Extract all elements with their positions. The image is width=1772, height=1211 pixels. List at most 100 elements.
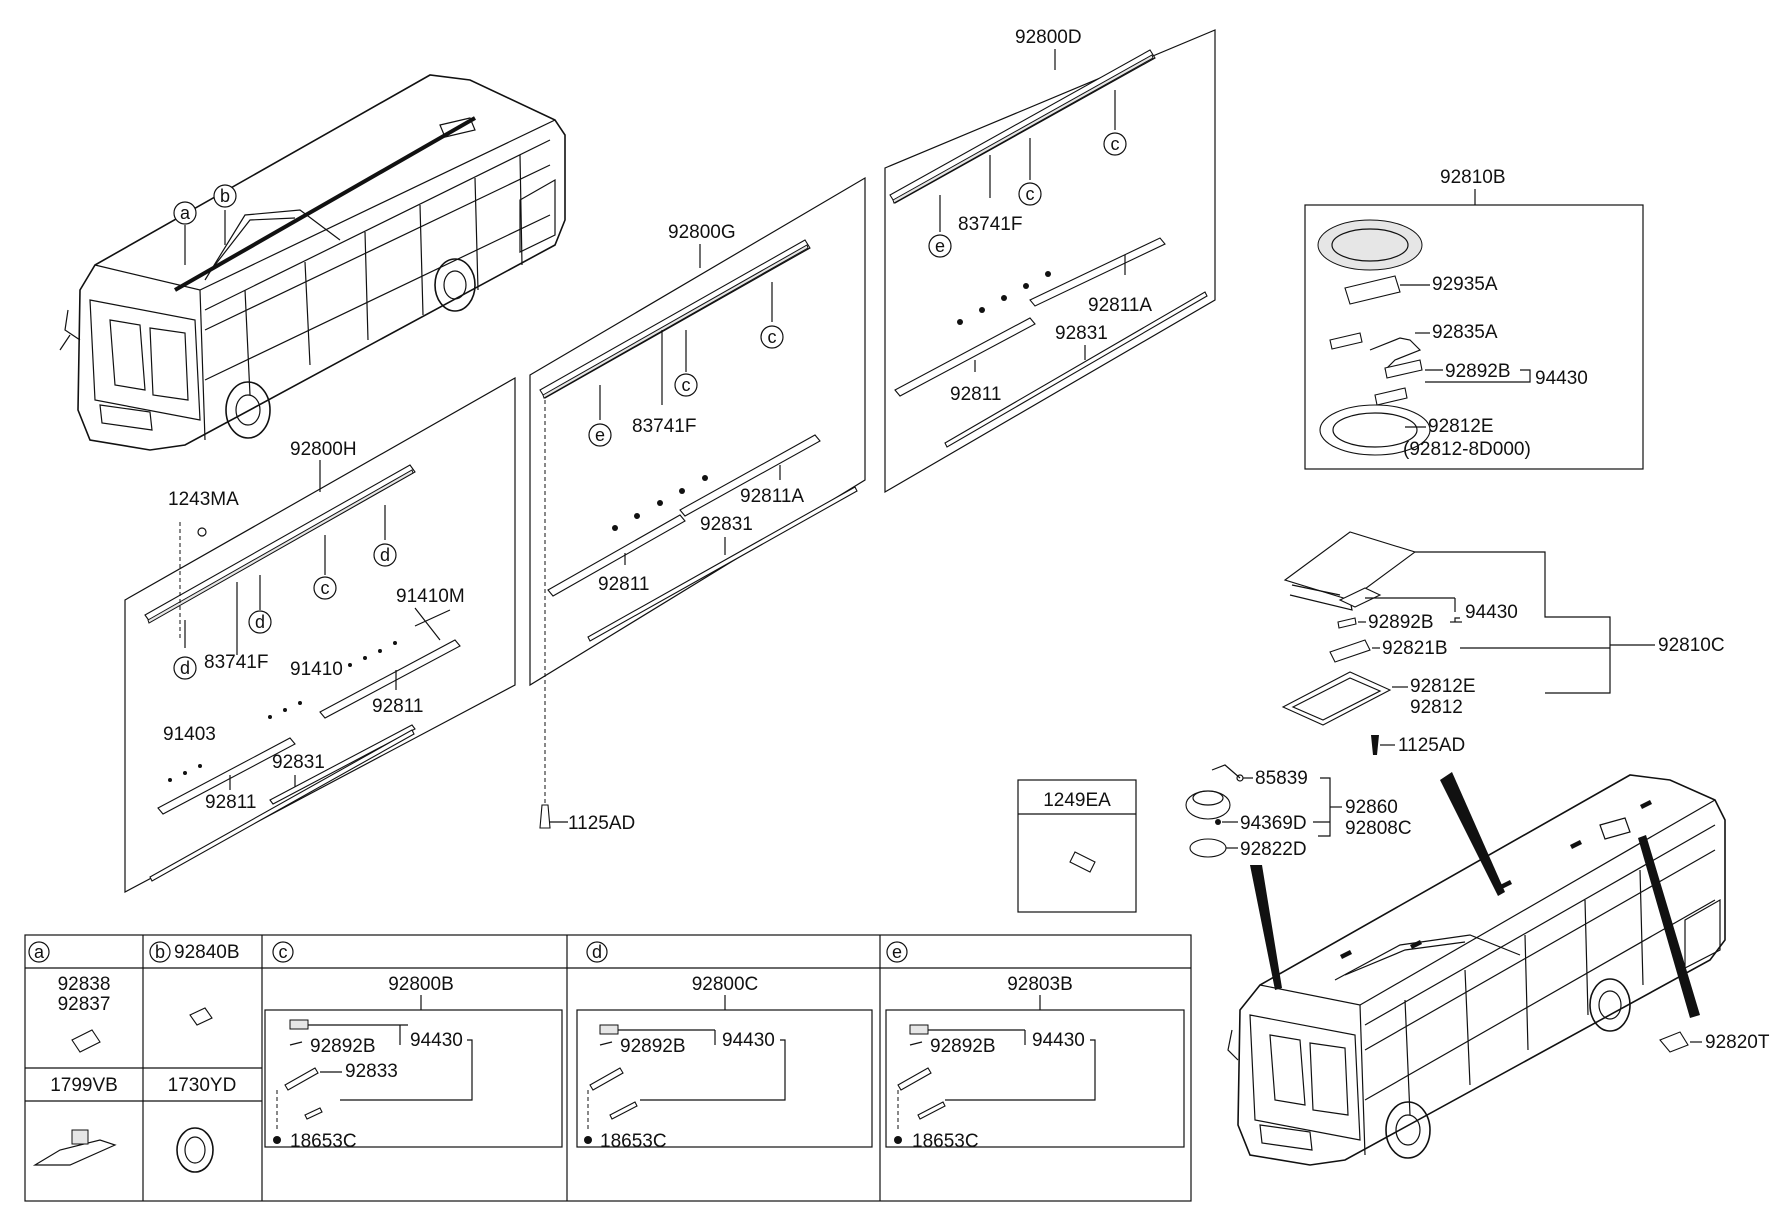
ring-92822D bbox=[1189, 838, 1227, 858]
callout-c-g1: c bbox=[674, 373, 698, 397]
label-92811-d: 92811 bbox=[950, 384, 1001, 405]
label-83741F-h: 83741F bbox=[204, 652, 268, 673]
callout-b-bus: b bbox=[213, 184, 237, 208]
lamp-housing-92810B bbox=[1317, 219, 1423, 271]
callout-c-g2: c bbox=[760, 325, 784, 349]
label-92800D: 92800D bbox=[1015, 27, 1082, 48]
legend-a-part bbox=[71, 1029, 101, 1053]
label-92831-d: 92831 bbox=[1055, 323, 1108, 344]
legend-c-item4: 18653C bbox=[290, 1131, 357, 1152]
legend-b-part bbox=[189, 1007, 213, 1026]
label-92831-g: 92831 bbox=[700, 514, 753, 535]
callout-c-h: c bbox=[313, 576, 337, 600]
label-94430-box: 94430 bbox=[1535, 368, 1588, 389]
svg-text:c: c bbox=[768, 327, 777, 347]
pointer-lamp bbox=[1440, 772, 1505, 896]
bulb-92821B bbox=[1329, 639, 1371, 663]
label-91403: 91403 bbox=[163, 724, 216, 745]
label-1125AD-c: 1125AD bbox=[1398, 735, 1465, 756]
strip-92831-h bbox=[149, 729, 415, 882]
label-92810B: 92810B bbox=[1440, 167, 1506, 188]
label-91410: 91410 bbox=[290, 659, 343, 680]
label-92811A-d: 92811A bbox=[1088, 295, 1152, 316]
legend-c-item2: 94430 bbox=[410, 1030, 463, 1051]
bus-illustration-top bbox=[59, 74, 566, 451]
legend-1730YD-part bbox=[176, 1127, 214, 1173]
label-92892B-box: 92892B bbox=[1445, 361, 1511, 382]
svg-text:c: c bbox=[279, 942, 288, 962]
label-92820T: 92820T bbox=[1705, 1032, 1770, 1053]
legend-header-c: c bbox=[272, 941, 294, 963]
label-92808C: 92808C bbox=[1345, 818, 1412, 839]
legend-c-item1: 92892B bbox=[310, 1036, 376, 1057]
lens-92935A bbox=[1344, 275, 1401, 305]
svg-text:d: d bbox=[180, 658, 190, 678]
label-92812-c: 92812 bbox=[1410, 697, 1463, 718]
lens-92812E-rect bbox=[1281, 671, 1392, 726]
legend-e-box bbox=[885, 1009, 1185, 1148]
label-83741F-g: 83741F bbox=[632, 416, 696, 437]
trim-92811-h-lower bbox=[157, 737, 296, 815]
pointer-speaker bbox=[1250, 865, 1282, 990]
legend-d-box bbox=[576, 1009, 873, 1148]
svg-text:b: b bbox=[220, 186, 230, 206]
box-92810B bbox=[1304, 204, 1644, 470]
legend-header-b: b bbox=[149, 941, 171, 963]
svg-text:b: b bbox=[155, 942, 165, 962]
label-92860: 92860 bbox=[1345, 797, 1398, 818]
callout-c-d1: c bbox=[1018, 182, 1042, 206]
trim-92811A-d bbox=[1029, 237, 1166, 307]
bus-illustration-bottom bbox=[1227, 774, 1726, 1166]
trim-92811-g bbox=[547, 514, 686, 597]
label-92822D: 92822D bbox=[1240, 839, 1307, 860]
svg-text:e: e bbox=[892, 942, 902, 962]
legend-c-kit: 92800B bbox=[388, 974, 454, 995]
svg-text:d: d bbox=[592, 942, 602, 962]
label-92811-g: 92811 bbox=[598, 574, 649, 595]
legend-c-item3: 92833 bbox=[345, 1061, 398, 1082]
label-92892B-c: 92892B bbox=[1368, 612, 1434, 633]
callout-d-h3: d bbox=[373, 543, 397, 567]
label-94369D: 94369D bbox=[1240, 813, 1307, 834]
legend-header-d: d bbox=[586, 941, 608, 963]
svg-text:c: c bbox=[1026, 184, 1035, 204]
label-92812E-c: 92812E bbox=[1410, 676, 1476, 697]
label-92811A-g: 92811A bbox=[740, 486, 804, 507]
trim-92811A-g bbox=[679, 434, 821, 517]
svg-text:a: a bbox=[180, 203, 191, 223]
legend-a-code2: 92837 bbox=[58, 994, 111, 1015]
label-92821B: 92821B bbox=[1382, 638, 1448, 659]
label-91410M: 91410M bbox=[396, 586, 465, 607]
callout-d-h2: d bbox=[248, 610, 272, 634]
legend-e-item3: 18653C bbox=[912, 1131, 979, 1152]
svg-text:d: d bbox=[255, 612, 265, 632]
svg-text:c: c bbox=[1111, 134, 1120, 154]
legend-e-kit: 92803B bbox=[1007, 974, 1073, 995]
svg-text:c: c bbox=[682, 375, 691, 395]
part-92820T bbox=[1659, 1031, 1689, 1053]
label-1243MA: 1243MA bbox=[168, 489, 239, 510]
lamp-92810C bbox=[1283, 531, 1417, 601]
label-92811-h1: 92811 bbox=[372, 696, 423, 717]
legend-e-item2: 94430 bbox=[1032, 1030, 1085, 1051]
label-92935A: 92935A bbox=[1432, 274, 1498, 295]
panel-92800D bbox=[884, 29, 1216, 494]
legend-d-item2: 94430 bbox=[722, 1030, 775, 1051]
legend-b-code: 92840B bbox=[174, 942, 240, 963]
callout-e-g: e bbox=[588, 423, 612, 447]
label-92800H: 92800H bbox=[290, 439, 357, 460]
strip-92831-d bbox=[944, 291, 1208, 448]
label-92800G: 92800G bbox=[668, 222, 736, 243]
trim-92811-h-upper bbox=[319, 639, 461, 719]
legend-table bbox=[24, 934, 1192, 1202]
panel-92800G bbox=[529, 176, 866, 687]
legend-1799VB: 1799VB bbox=[50, 1075, 118, 1096]
label-92812E-box: 92812E bbox=[1428, 416, 1494, 437]
svg-text:d: d bbox=[380, 545, 390, 565]
callout-d-h1: d bbox=[173, 656, 197, 680]
screw-1249EA bbox=[1069, 851, 1096, 873]
legend-1730YD: 1730YD bbox=[168, 1075, 237, 1096]
legend-1799VB-part bbox=[32, 1139, 117, 1166]
legend-header-e: e bbox=[886, 941, 908, 963]
